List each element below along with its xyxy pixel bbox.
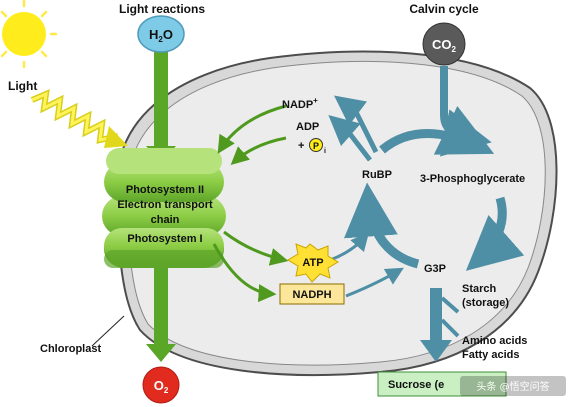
label-chain: chain [151, 214, 180, 226]
label-amino-acids: Amino acids [462, 335, 527, 347]
label-starch: Starch [462, 283, 497, 295]
thylakoid-stack [102, 148, 226, 268]
label-adp: ADP [296, 121, 319, 133]
label-electron-transport: Electron transport [117, 199, 213, 211]
label-pi-sub: i [324, 148, 326, 155]
co2-input: CO2 [422, 22, 466, 66]
svg-text:O2: O2 [154, 378, 169, 395]
heading-calvin-cycle: Calvin cycle [409, 2, 479, 16]
label-3-phosphoglycerate: 3-Phosphoglycerate [420, 173, 525, 185]
oxygen-output: O2 [142, 366, 180, 404]
water-input: H2O [137, 15, 185, 53]
label-pi-plus: + [298, 140, 304, 152]
product-arrow [420, 288, 460, 362]
light-reaction-arrows [212, 104, 289, 303]
phosphate-icon [309, 138, 323, 152]
sun-icon [0, 0, 58, 69]
label-photosystem-i: Photosystem I [127, 233, 202, 245]
label-nadp-plus: NADP+ [282, 96, 318, 111]
atp-star [287, 243, 339, 283]
sucrose-box [377, 371, 507, 397]
svg-text:H2O: H2O [149, 27, 173, 44]
svg-text:CO2: CO2 [432, 37, 457, 54]
label-g3p: G3P [424, 263, 446, 275]
label-atp: ATP [302, 257, 323, 269]
calvin-cycle-arrows [343, 106, 525, 271]
label-nadph: NADPH [292, 289, 331, 301]
watermark: 头条 @悟空问答 [460, 376, 566, 396]
svg-text:头条 @悟空问答: 头条 @悟空问答 [476, 380, 549, 393]
label-pi-letter: P [313, 141, 319, 151]
label-rubp: RuBP [362, 169, 392, 181]
label-photosystem-ii: Photosystem II [126, 184, 204, 196]
chloroplast-pointer [91, 315, 125, 347]
label-chloroplast: Chloroplast [40, 343, 101, 355]
nadph-box [279, 283, 345, 305]
label-sucrose: Sucrose (e [388, 379, 444, 391]
heading-light-reactions: Light reactions [119, 2, 205, 16]
label-light: Light [8, 79, 37, 93]
label-fatty-acids: Fatty acids [462, 349, 519, 361]
label-storage: (storage) [462, 297, 509, 309]
